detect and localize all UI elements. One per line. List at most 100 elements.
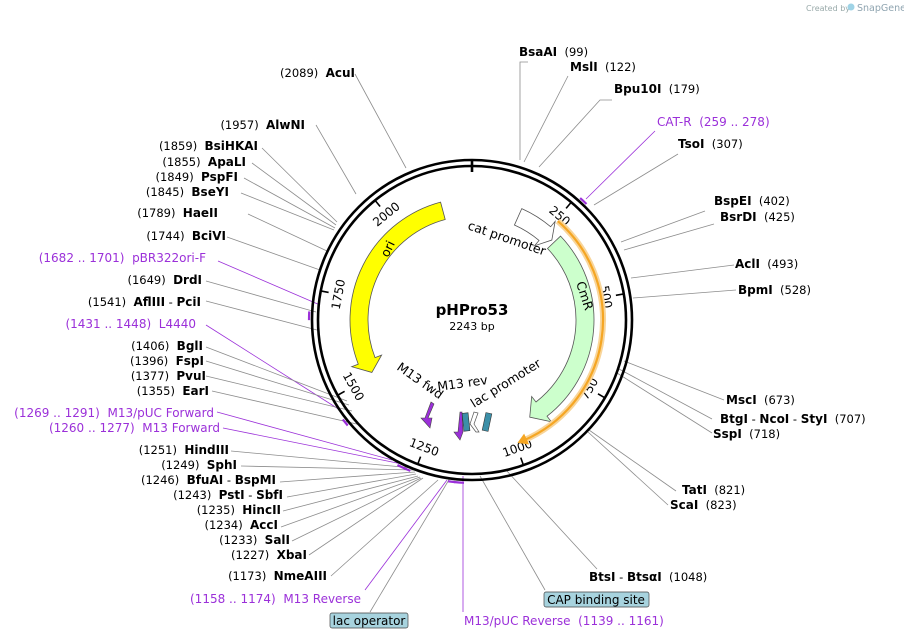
primer-markers <box>307 197 588 484</box>
cap-binding-site-box[interactable] <box>543 591 650 608</box>
site-label-btsi[interactable]: BtsI - BtsαI (1048) <box>589 570 707 584</box>
site-label-part: ScaI <box>670 498 698 512</box>
site-label-part: - <box>223 473 234 487</box>
site-label-l4440[interactable]: (1431 .. 1448) L4440 <box>65 317 196 331</box>
site-label-part: BsaAI <box>519 45 557 59</box>
site-label-part: (823) <box>698 498 736 512</box>
site-label-bspei[interactable]: BspEI (402) <box>714 194 790 208</box>
tick-mark <box>320 290 329 294</box>
site-label-part: (1845) <box>146 185 192 199</box>
primer-marker <box>453 480 465 484</box>
credit-brand: SnapGene <box>857 3 904 14</box>
site-label-msli[interactable]: MslI (122) <box>570 60 636 74</box>
site-label-acli[interactable]: AclI (493) <box>735 257 798 271</box>
site-label-part: (1251) <box>139 443 185 457</box>
primer-marker <box>341 418 349 427</box>
site-label-part: AlwNI <box>266 118 305 132</box>
site-label-part: (2089) <box>280 66 326 80</box>
site-label-m13puc-rev[interactable]: M13/pUC Reverse (1139 .. 1161) <box>464 614 664 628</box>
site-label-nmeaiii[interactable]: (1173) NmeAIII <box>228 569 327 583</box>
site-label-acci[interactable]: (1234) AccI <box>204 518 278 532</box>
site-label-part: AflIII <box>133 295 165 309</box>
lac-promoter-arrow-icon[interactable] <box>469 411 480 433</box>
site-label-part: (1243) <box>173 488 219 502</box>
site-label-eari[interactable]: (1355) EarI <box>137 384 209 398</box>
site-label-part: PstI <box>219 488 245 502</box>
site-label-aflIII[interactable]: (1541) AflIII - PciI <box>88 295 201 309</box>
tick-mark <box>417 456 422 465</box>
site-label-bcivi[interactable]: (1744) BciVI <box>146 229 226 243</box>
site-label-scai[interactable]: ScaI (823) <box>670 498 737 512</box>
site-label-part: (707) <box>827 412 865 426</box>
site-label-bsrdi[interactable]: BsrDI (425) <box>720 210 795 224</box>
right-site-labels: BsaAI (99)MslI (122) Bpu10I (179) CAT-R (2… <box>464 45 866 628</box>
plasmid-size: 2243 bp <box>449 320 494 333</box>
site-label-bfuai[interactable]: (1246) BfuAI - BspMI <box>141 473 276 487</box>
m13-fwd-arrow-icon[interactable] <box>420 401 435 429</box>
site-label-fspi[interactable]: (1396) FspI <box>130 354 204 368</box>
site-label-part: FspI <box>176 354 204 368</box>
site-label-hindiii[interactable]: (1251) HindIII <box>139 443 229 457</box>
site-label-m13puc-fwd[interactable]: (1269 .. 1291) M13/pUC Forward <box>14 406 214 420</box>
site-label-part: (1048) <box>662 570 708 584</box>
site-label-bsaai[interactable]: BsaAI (99) <box>519 45 588 59</box>
site-label-tsoi[interactable]: TsoI (307) <box>678 137 743 151</box>
site-label-part: BciVI <box>192 229 226 243</box>
site-label-tati[interactable]: TatI (821) <box>682 483 745 497</box>
site-label-alwni[interactable]: (1957) AlwNI <box>220 118 305 132</box>
cmr-feature[interactable] <box>529 235 595 423</box>
site-label-part: - <box>748 412 759 426</box>
site-label-acui[interactable]: (2089) AcuI <box>280 66 355 80</box>
site-label-bgli[interactable]: (1406) BglI <box>131 339 203 353</box>
site-label-bsihkai[interactable]: (1859) BsiHKAI <box>159 139 258 153</box>
site-label-sspi[interactable]: SspI (718) <box>713 427 780 441</box>
site-label-part: PvuI <box>176 369 206 383</box>
site-label-pvui[interactable]: (1377) PvuI <box>131 369 206 383</box>
site-label-part: (1249) <box>161 458 207 472</box>
site-label-pspfi[interactable]: (1849) PspFI <box>155 170 238 184</box>
site-label-part: M13/pUC Forward <box>107 406 214 420</box>
site-label-part: BspMI <box>235 473 276 487</box>
site-label-pbr322ori-f[interactable]: (1682 .. 1701) pBR322ori-F <box>39 251 206 265</box>
site-label-btgi[interactable]: BtgI - NcoI - StyI (707) <box>720 412 866 426</box>
lac-operator-box-label[interactable] <box>329 612 409 629</box>
site-label-part: HincII <box>242 503 281 517</box>
site-label-m13-fwd[interactable]: (1260 .. 1277) M13 Forward <box>49 421 220 435</box>
cap-site-box[interactable] <box>481 412 493 432</box>
site-label-sali[interactable]: (1233) SalI <box>219 533 290 547</box>
plasmid-name: pHPro53 <box>436 301 509 319</box>
site-label-part: (1355) <box>137 384 183 398</box>
lac-region <box>420 401 493 441</box>
left-site-labels: (2089) AcuI (1957) AlwNI (1859) BsiHKAI (18… <box>14 66 361 606</box>
lac-operator-box[interactable] <box>461 412 471 432</box>
site-label-sphi[interactable]: (1249) SphI <box>161 458 237 472</box>
site-label-part: (1744) <box>146 229 192 243</box>
site-label-part: HindIII <box>184 443 229 457</box>
site-label-cat-r[interactable]: CAT-R (259 .. 278) <box>657 115 770 129</box>
site-label-part: (99) <box>557 45 588 59</box>
site-label-haeii[interactable]: (1789) HaeII <box>137 206 218 220</box>
tick-mark <box>615 293 624 297</box>
site-label-part: PciI <box>177 295 202 309</box>
site-label-xbai[interactable]: (1227) XbaI <box>231 548 307 562</box>
site-label-part: (1957) <box>220 118 266 132</box>
site-label-bseyi[interactable]: (1845) BseYI <box>146 185 229 199</box>
ori-feature[interactable] <box>349 201 446 373</box>
lac-operator-label: lac operator <box>333 614 406 628</box>
site-label-part: BtgI <box>720 412 748 426</box>
m13-rev-arrow-icon[interactable] <box>453 411 464 441</box>
site-label-msci[interactable]: MscI (673) <box>726 393 795 407</box>
cat-promoter-arrow-icon[interactable] <box>513 208 556 247</box>
site-label-drdi[interactable]: (1649) DrdI <box>128 273 203 287</box>
site-label-bpu10i[interactable]: Bpu10I (179) <box>614 82 700 96</box>
ori-label: ori <box>377 238 398 259</box>
site-label-part: (1233) <box>219 533 265 547</box>
site-label-apali[interactable]: (1855) ApaLI <box>162 155 246 169</box>
site-label-part: AclI <box>735 257 760 271</box>
site-label-part: BspEI <box>714 194 752 208</box>
site-label-hincii[interactable]: (1235) HincII <box>197 503 281 517</box>
site-label-psti[interactable]: (1243) PstI - SbfI <box>173 488 283 502</box>
site-label-bpmi[interactable]: BpmI (528) <box>738 283 811 297</box>
cat-primer-arc[interactable] <box>523 220 605 442</box>
site-label-m13-reverse[interactable]: (1158 .. 1174) M13 Reverse <box>190 592 361 606</box>
